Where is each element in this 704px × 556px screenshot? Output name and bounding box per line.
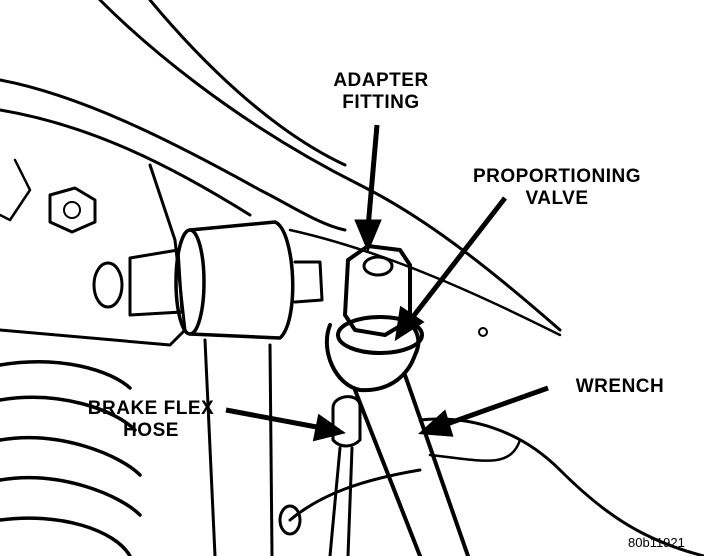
arrowhead-wrench <box>417 409 454 437</box>
bolt-center-left <box>63 201 81 219</box>
figure-number: 80b11921 <box>628 535 685 550</box>
bushing-bolt-right <box>293 260 324 304</box>
arrowhead-adapter-fitting <box>354 219 382 253</box>
label-brake-line2: HOSE <box>123 420 179 441</box>
leader-arrows <box>225 124 549 442</box>
label-adapter-line1: ADAPTER <box>333 70 429 91</box>
strut-left-edge <box>203 338 217 556</box>
coil-spring-5 <box>0 516 132 556</box>
frame-rail-lower <box>0 108 252 217</box>
label-wrench: WRENCH <box>550 376 690 398</box>
label-proportioning-valve: PROPORTIONING VALVE <box>452 166 662 210</box>
wrench-handle-left <box>353 388 422 556</box>
brake-line-clip <box>278 504 302 536</box>
frame-rail-top <box>0 78 347 232</box>
arrow-proportioning-valve <box>410 196 507 320</box>
brake-line-curve <box>288 468 422 522</box>
label-brake-flex-hose: BRAKE FLEX HOSE <box>66 398 236 442</box>
panel-line-right <box>288 228 562 337</box>
bolt-hex-left <box>48 186 97 234</box>
lower-housing <box>418 417 704 556</box>
bushing-body <box>188 220 295 340</box>
adapter-fitting-top <box>362 255 394 277</box>
coil-spring-1 <box>0 360 132 390</box>
label-brake-line1: BRAKE FLEX <box>87 398 215 419</box>
arrow-wrench <box>443 385 549 428</box>
arrow-adapter-fitting <box>365 124 380 229</box>
body-panel-edge <box>148 0 347 167</box>
coil-spring-4 <box>0 475 142 517</box>
arrowhead-proportioning-valve <box>394 305 425 342</box>
coil-spring-3 <box>0 435 142 477</box>
bushing-bolt-tip <box>92 261 124 309</box>
label-proportioning-line1: PROPORTIONING <box>472 166 641 187</box>
small-hole <box>478 327 488 337</box>
label-adapter-fitting: ADAPTER FITTING <box>306 70 456 114</box>
label-wrench-text: WRENCH <box>575 376 665 397</box>
hose-line-2 <box>346 446 354 556</box>
strut-right-edge <box>268 343 274 556</box>
hose-line <box>328 446 342 556</box>
bracket-side <box>0 158 32 222</box>
label-adapter-line2: FITTING <box>342 92 420 113</box>
arrowhead-brake-flex-hose <box>312 413 346 442</box>
bushing-nut <box>128 248 184 317</box>
wrench-head <box>324 316 421 393</box>
body-panel-upper-line <box>98 0 562 332</box>
valve-body <box>336 315 424 355</box>
wrench-handle-right <box>403 373 470 556</box>
lower-housing-inner <box>428 438 522 462</box>
hose-fitting <box>331 395 362 448</box>
label-proportioning-line2: VALVE <box>525 188 589 209</box>
arrow-brake-flex-hose <box>225 407 323 431</box>
coil-spring-2 <box>0 395 137 432</box>
